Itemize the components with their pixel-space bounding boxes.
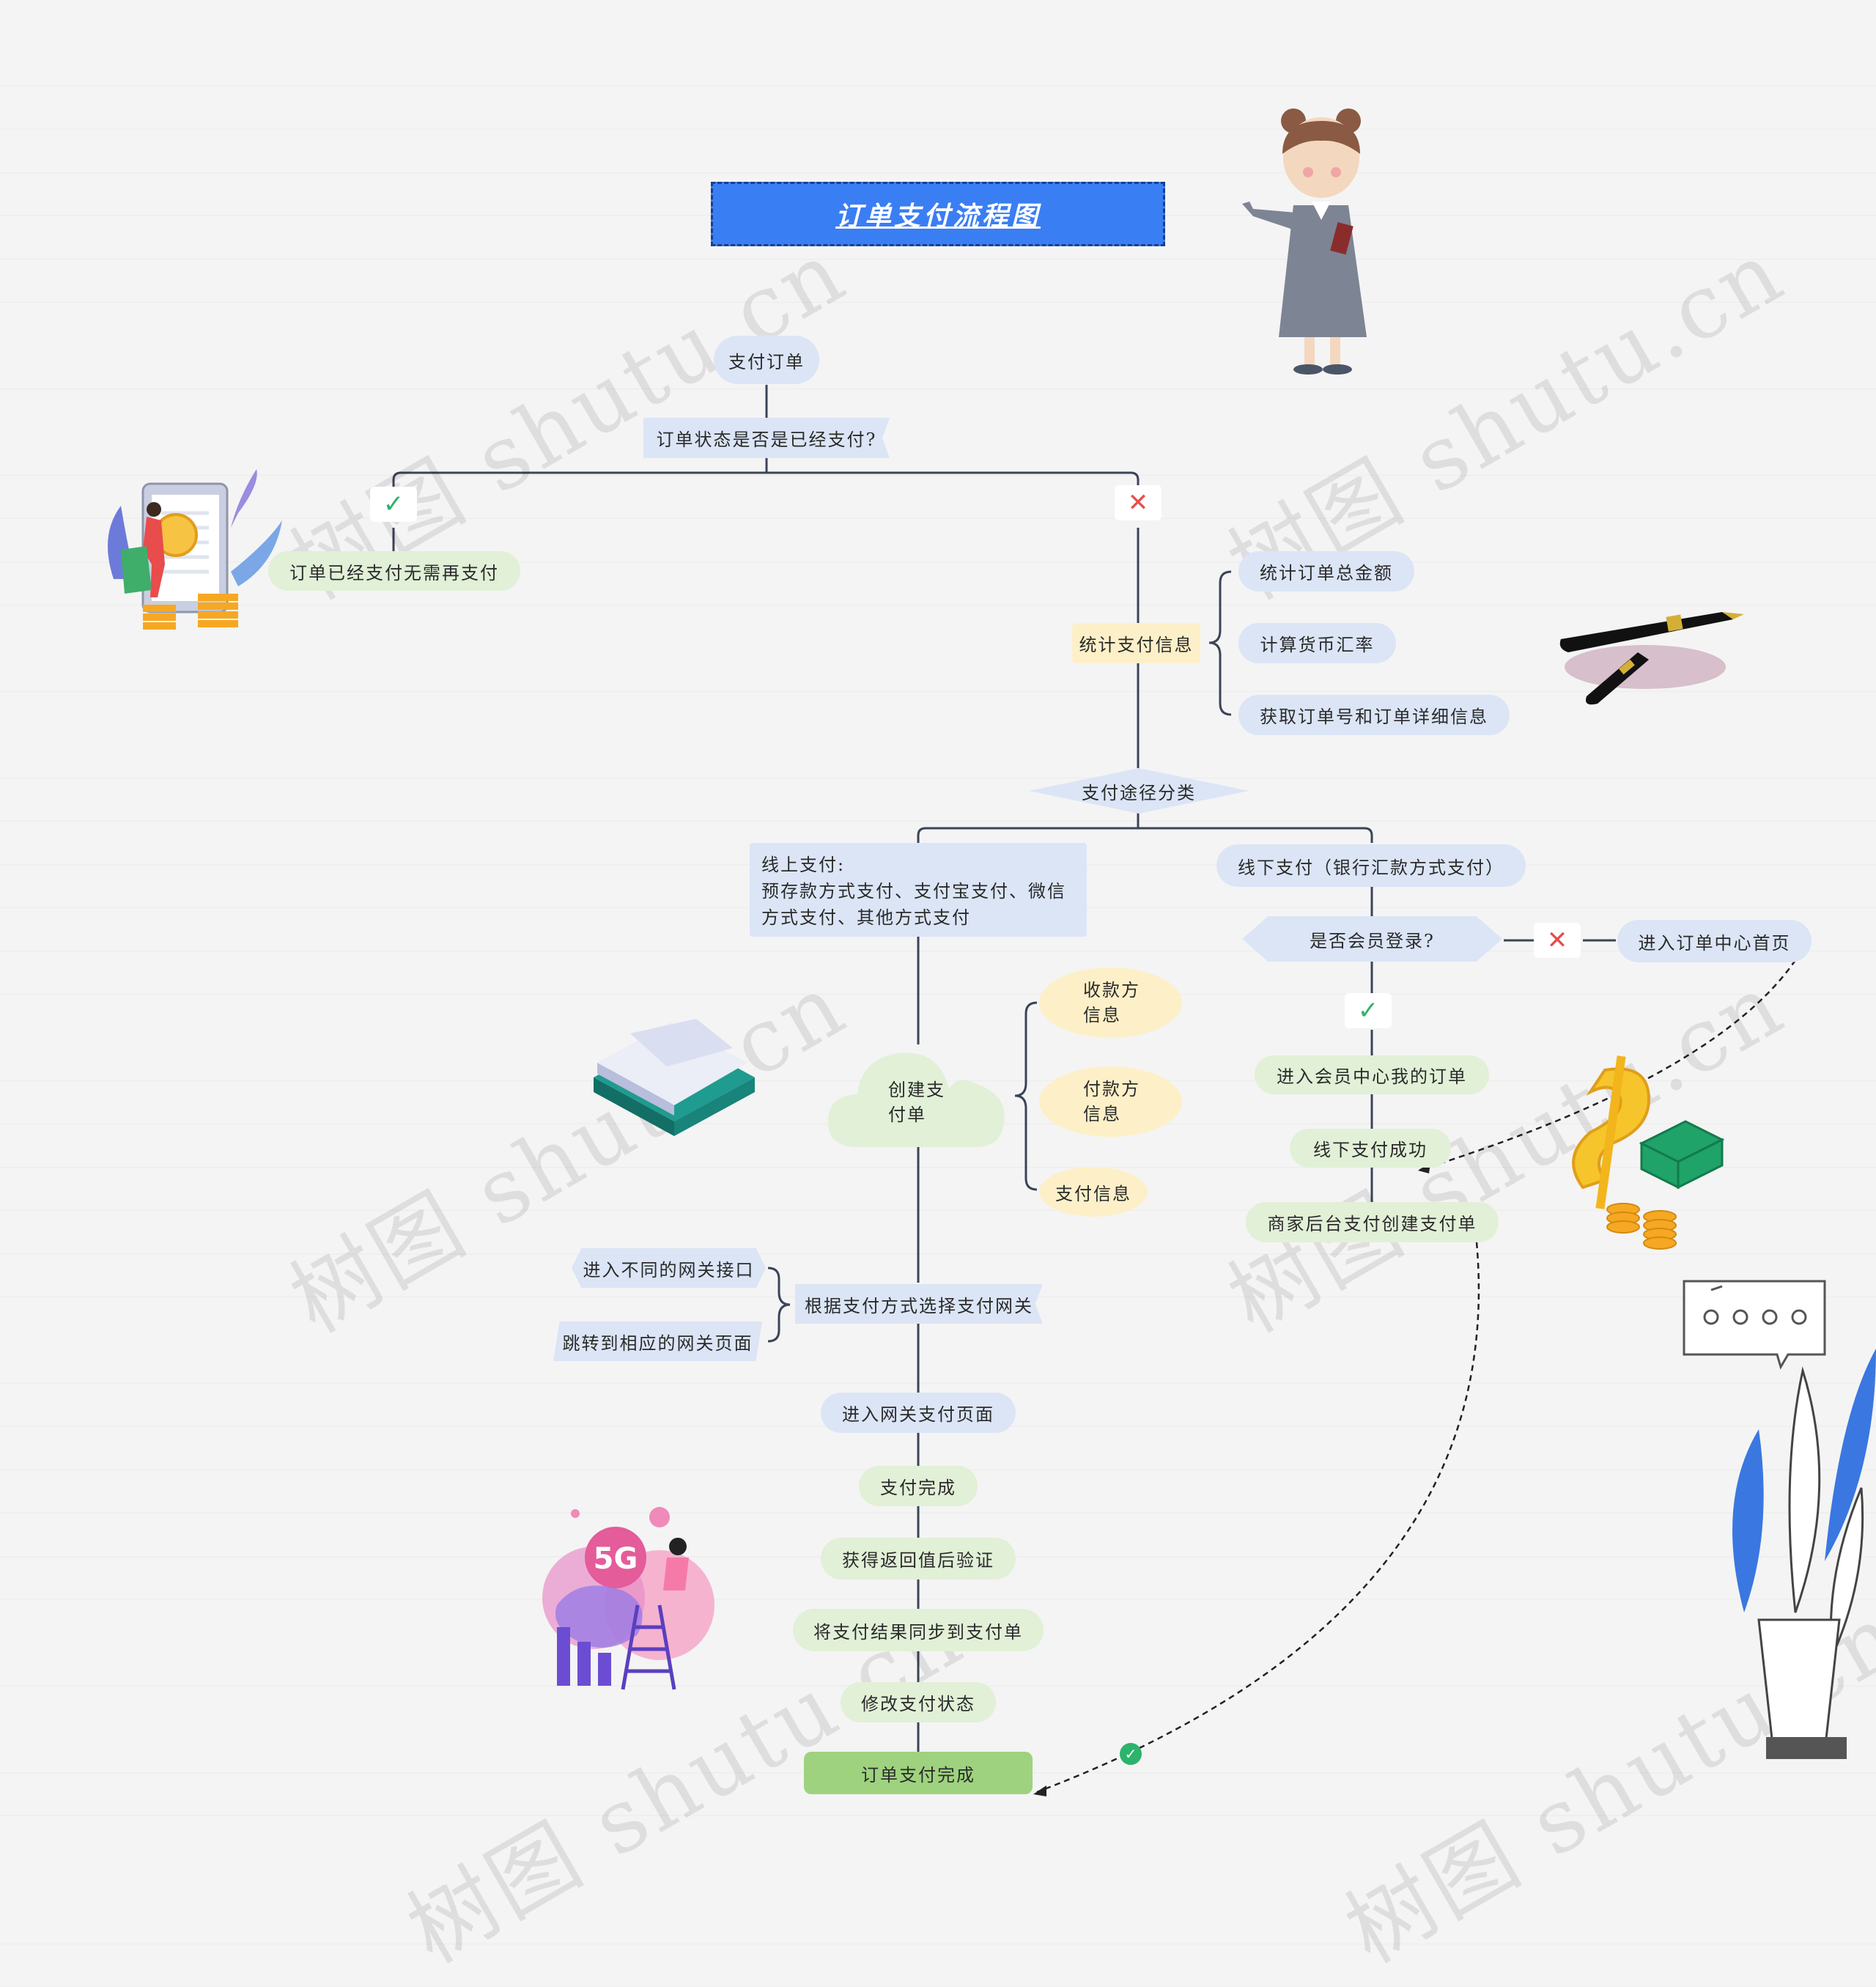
node-pay-order[interactable]: 支付订单 bbox=[714, 336, 819, 384]
check-icon: ✓ bbox=[1120, 1743, 1142, 1765]
node-payee-info[interactable]: 收款方 信息 bbox=[1039, 967, 1182, 1038]
speech-bubble-illustration bbox=[1683, 1280, 1826, 1370]
diagram-title-text: 订单支付流程图 bbox=[835, 201, 1041, 232]
node-jump-gateway-page[interactable]: 跳转到相应的网关页面 bbox=[553, 1321, 762, 1361]
fiveg-illustration: 5G bbox=[542, 1507, 714, 1690]
node-payer-info[interactable]: 付款方 信息 bbox=[1039, 1066, 1182, 1137]
fiveg-label: 5G bbox=[594, 1542, 638, 1576]
node-already-paid[interactable]: 订单已经支付无需再支付 bbox=[268, 551, 520, 591]
teacher-illustration bbox=[1242, 108, 1367, 375]
node-calc-rate[interactable]: 计算货币汇率 bbox=[1238, 623, 1396, 663]
online-pay-text: 线上支付: 预存款方式支付、支付宝支付、微信方式支付、其他方式支付 bbox=[761, 855, 1066, 928]
books-illustration bbox=[594, 1019, 755, 1136]
node-stat-total[interactable]: 统计订单总金额 bbox=[1238, 551, 1414, 591]
plant-illustration bbox=[1732, 1349, 1876, 1759]
diagram-title[interactable]: 订单支付流程图 bbox=[711, 182, 1165, 246]
connector-lines bbox=[392, 385, 1797, 1796]
money-illustration bbox=[1572, 1055, 1725, 1250]
pen-illustration bbox=[1559, 612, 1744, 705]
node-stat-pay-info[interactable]: 统计支付信息 bbox=[1072, 623, 1200, 663]
node-online-pay[interactable]: 线上支付: 预存款方式支付、支付宝支付、微信方式支付、其他方式支付 bbox=[750, 843, 1087, 937]
node-member-login-question[interactable]: 是否会员登录? bbox=[1242, 916, 1502, 962]
node-create-pay-order[interactable]: 创建支 付单 bbox=[888, 1077, 976, 1136]
payer-info-text: 付款方 信息 bbox=[1083, 1079, 1140, 1124]
node-member-center-orders[interactable]: 进入会员中心我的订单 bbox=[1255, 1055, 1489, 1094]
node-select-gateway[interactable]: 根据支付方式选择支付网关 bbox=[795, 1284, 1043, 1324]
node-modify-status[interactable]: 修改支付状态 bbox=[841, 1682, 996, 1722]
check-icon: ✓ bbox=[370, 487, 417, 522]
node-enter-gateway-page[interactable]: 进入网关支付页面 bbox=[821, 1393, 1016, 1433]
node-offline-pay[interactable]: 线下支付（银行汇款方式支付） bbox=[1216, 844, 1526, 887]
cross-icon: ✕ bbox=[1115, 485, 1162, 520]
node-get-detail[interactable]: 获取订单号和订单详细信息 bbox=[1238, 695, 1510, 735]
node-order-center-home[interactable]: 进入订单中心首页 bbox=[1617, 920, 1812, 962]
cross-icon: ✕ bbox=[1534, 923, 1581, 958]
payee-info-text: 收款方 信息 bbox=[1083, 980, 1140, 1025]
check-icon: ✓ bbox=[1345, 993, 1392, 1028]
create-pay-order-text: 创建支 付单 bbox=[888, 1080, 945, 1125]
node-sync-result[interactable]: 将支付结果同步到支付单 bbox=[793, 1609, 1044, 1651]
node-enter-interfaces[interactable]: 进入不同的网关接口 bbox=[572, 1248, 766, 1288]
node-merchant-create[interactable]: 商家后台支付创建支付单 bbox=[1246, 1202, 1499, 1242]
node-pay-info[interactable]: 支付信息 bbox=[1039, 1167, 1148, 1217]
node-offline-success[interactable]: 线下支付成功 bbox=[1290, 1129, 1451, 1168]
phone-coin-illustration bbox=[108, 469, 282, 630]
node-order-status-question[interactable]: 订单状态是否是已经支付? bbox=[643, 418, 890, 458]
node-order-paid[interactable]: 订单支付完成 bbox=[804, 1752, 1033, 1794]
cloud-shape bbox=[828, 1053, 1005, 1147]
node-pay-done[interactable]: 支付完成 bbox=[859, 1466, 978, 1506]
node-verify-return[interactable]: 获得返回值后验证 bbox=[821, 1538, 1016, 1579]
